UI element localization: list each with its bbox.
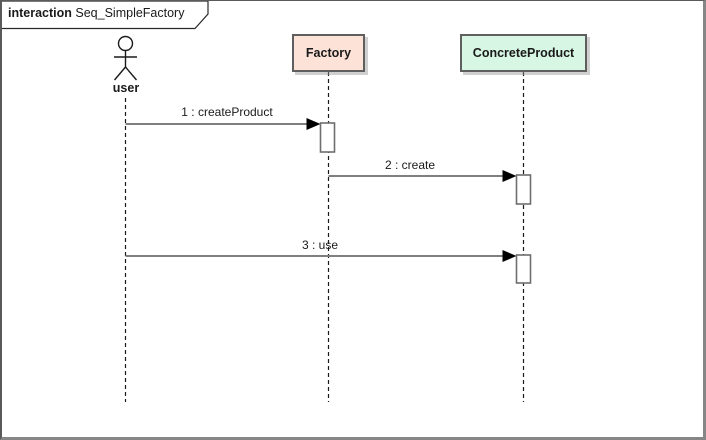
frame-keyword: interaction	[8, 6, 72, 20]
lifeline-head-user: user	[112, 81, 140, 95]
frame-name: Seq_SimpleFactory	[75, 6, 185, 20]
message-label-use: 3 : use	[301, 238, 339, 252]
arrowhead-createproduct	[306, 118, 321, 130]
lifeline-head-factory: Factory	[292, 34, 365, 72]
activation-concreteproduct-2	[515, 254, 532, 284]
message-label-createproduct: 1 : createProduct	[181, 105, 273, 119]
message-label-create: 2 : create	[384, 158, 436, 172]
lifeline-head-concreteproduct-label: ConcreteProduct	[472, 46, 575, 60]
frame-label: interaction Seq_SimpleFactory	[8, 6, 184, 20]
arrowhead-use	[502, 250, 517, 262]
activation-concreteproduct-1	[515, 174, 532, 205]
lifeline-head-concreteproduct: ConcreteProduct	[460, 34, 587, 72]
arrowhead-create	[502, 170, 517, 182]
lifeline-head-factory-label: Factory	[305, 46, 352, 60]
actor-user-icon	[113, 35, 138, 81]
activation-factory	[319, 122, 336, 153]
